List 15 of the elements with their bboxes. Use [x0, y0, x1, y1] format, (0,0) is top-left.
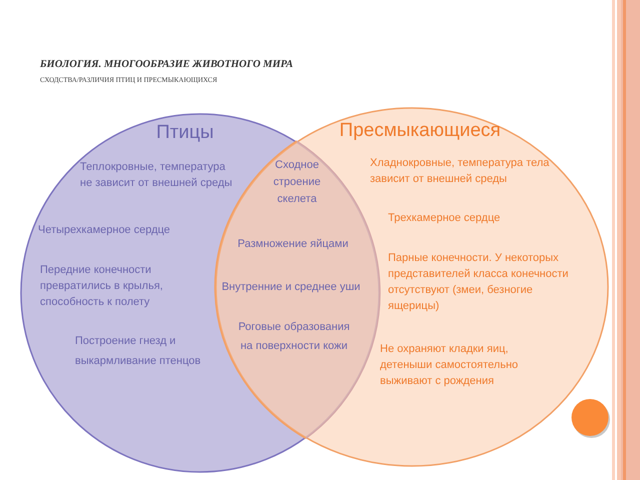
trait-text: Парные конечности. У некоторых представителей класса конечности отсутствуют (змеи, безногие ящерицы): [388, 251, 570, 314]
trait-text: Теплокровные, температура не зависит от внешней среды: [80, 160, 234, 191]
trait-text: Хладнокровные, температура тела зависит от внешней среды: [370, 156, 550, 187]
shared-trait-text: Внутренние и среднее уши: [220, 280, 362, 295]
shared-trait-text: Размножение яйцами: [236, 236, 350, 252]
page-title: БИОЛОГИЯ. МНОГООБРАЗИЕ ЖИВОТНОГО МИРА: [40, 58, 294, 71]
trait-text: Четырехкамерное сердце: [38, 223, 172, 238]
shared-trait-text: Роговые образования на поверхности кожи: [237, 320, 351, 354]
trait-text: Построение гнезд и выкармливание птенцов: [75, 334, 202, 369]
shared-trait-text: Сходное строение скелета: [272, 158, 322, 207]
trait-text: Передние конечности превратились в крылья, способность к полету: [40, 263, 164, 310]
group-heading: Птицы: [155, 121, 215, 145]
group-heading: Пресмыкающиеся: [338, 119, 502, 143]
trait-text: Трехкамерное сердце: [388, 211, 502, 226]
trait-text: Не охраняют кладки яиц, детеныши самостоятельно выживают с рождения: [380, 342, 520, 389]
